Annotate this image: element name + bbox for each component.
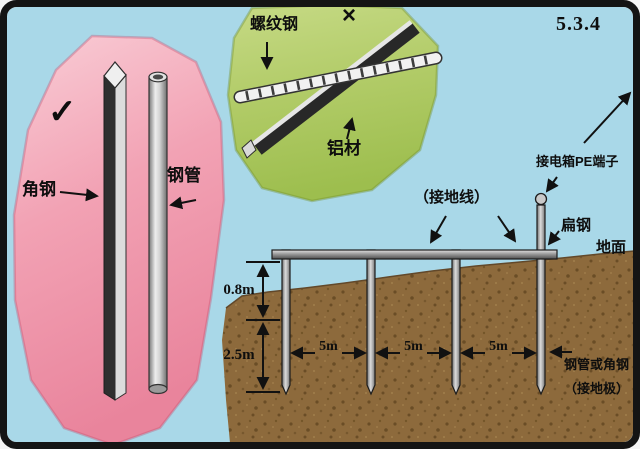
electrode-role-label: （接地极）: [564, 381, 630, 396]
ground-electrode-3: [451, 249, 461, 396]
rebar-label: 螺纹钢: [250, 16, 299, 33]
flat-steel-bus: [271, 249, 558, 260]
steel-pipe-label: 钢管: [167, 166, 201, 185]
cross-mark: ×: [342, 2, 357, 29]
pe-terminal-label: 接电箱PE端子: [536, 154, 619, 169]
burial-depth-dim: 0.8m: [223, 282, 255, 298]
grounding-system: [271, 192, 558, 396]
electrode-length-dim: 2.5m: [223, 347, 255, 363]
ground-electrode-1: [281, 249, 291, 396]
electrode-spacing-dim-1: 5m: [319, 339, 338, 354]
dimension-ticks: [246, 261, 280, 393]
pe-wire-arrow: [583, 91, 632, 144]
annotation-arrows: [59, 42, 632, 393]
flat-steel-label: 扁钢: [561, 217, 592, 234]
check-mark: ✓: [48, 93, 77, 131]
flat-steel-arrow: [547, 230, 561, 246]
aluminum-arrow: [343, 117, 356, 140]
electrode-material-label: 钢管或角钢: [564, 357, 630, 372]
ground-wire-label: （接地线）: [414, 189, 490, 206]
ground-wire-arrow-right: [497, 215, 517, 243]
pe-terminal-ball: [534, 192, 548, 206]
pe-terminal-arrow: [545, 176, 559, 193]
angle-steel-label: 角钢: [22, 180, 56, 199]
aluminum-label: 铝材: [327, 139, 361, 158]
ground-wire-arrow-left: [430, 215, 447, 244]
soil-ground: [222, 251, 633, 442]
ground-electrode-riser: [536, 204, 546, 396]
electrode-spacing-dim-2: 5m: [404, 339, 423, 354]
steel-pipe-illustration: [148, 71, 168, 395]
angle-steel-illustration: [103, 61, 127, 401]
section-number: 5.3.4: [556, 13, 601, 35]
electrode-spacing-dim-3: 5m: [489, 339, 508, 354]
angle-steel-arrow: [59, 188, 99, 202]
ground-electrode-2: [366, 249, 376, 396]
steel-pipe-arrow: [169, 196, 197, 210]
rebar-illustration: [233, 51, 443, 104]
ground-surface-label: 地面: [596, 239, 627, 256]
